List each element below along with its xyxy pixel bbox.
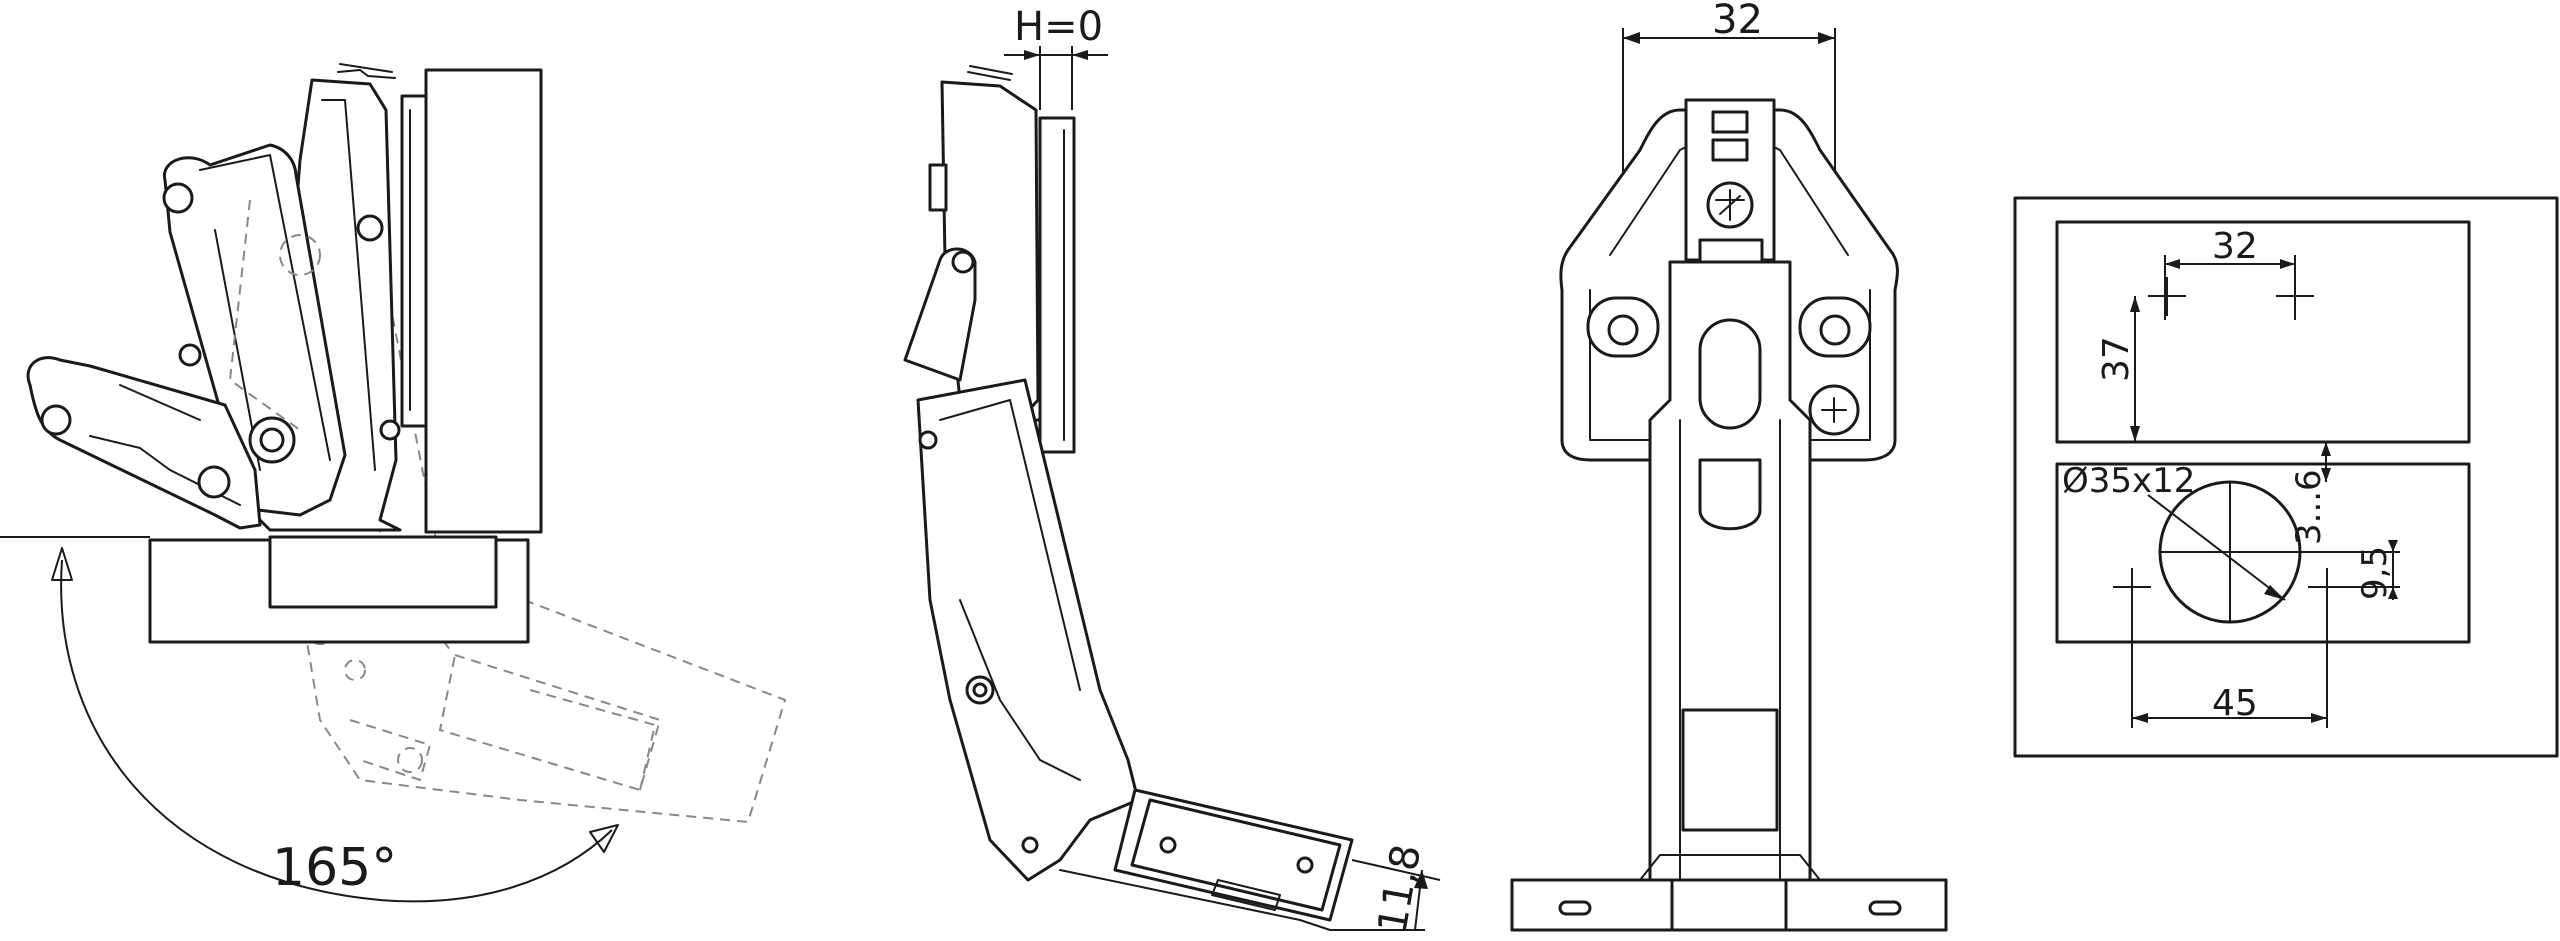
side-mounting-plate xyxy=(1059,788,1354,931)
opening-angle-label: 165° xyxy=(272,838,397,898)
template-dowel-spacing-label: 45 xyxy=(2212,683,2258,724)
template-cup-offset-label: 9,5 xyxy=(2355,546,2395,600)
side-door-panel xyxy=(1038,116,1076,454)
overlay-dimension-label: H=0 xyxy=(1014,4,1103,50)
drilling-template: 32 37 Ø35x12 45 3...6 xyxy=(2013,196,2559,758)
side-view: H=0 xyxy=(903,4,1441,937)
side-hinge-lever xyxy=(903,247,977,382)
front-slot xyxy=(1698,318,1762,430)
template-carcass-panel xyxy=(2055,220,2471,444)
template-edge-distance-label: 3...6 xyxy=(2289,469,2329,545)
hinge-arm xyxy=(163,143,347,517)
template-cup-label: Ø35x12 xyxy=(2062,461,2195,501)
side-hinge-arm xyxy=(916,378,1140,882)
opening-angle-arc xyxy=(60,559,613,903)
front-hole-spacing-label: 32 xyxy=(1712,0,1763,43)
template-depth-label: 37 xyxy=(2096,336,2137,382)
template-hole-spacing-label: 32 xyxy=(2212,226,2258,267)
mounting-plate xyxy=(268,535,498,609)
front-view: 32 xyxy=(1510,0,1948,932)
opening-angle-view: 165° xyxy=(0,63,787,903)
door-panel xyxy=(424,68,543,534)
cup-depth-label: 11,8 xyxy=(1370,841,1431,936)
